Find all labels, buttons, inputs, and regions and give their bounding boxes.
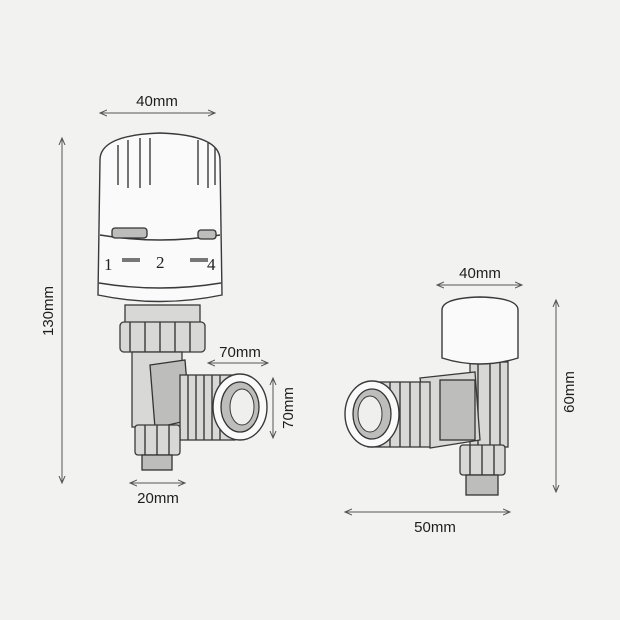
dial-number-4: 4 <box>207 255 216 274</box>
dial-number-1: 1 <box>104 255 113 274</box>
dial-number-2: 2 <box>156 253 165 272</box>
length-label: 50mm <box>414 519 456 536</box>
outlet-width-label: 70mm <box>219 344 261 361</box>
left-width-label: 40mm <box>136 93 178 110</box>
cap-width-label: 40mm <box>459 265 501 282</box>
left-height-label: 130mm <box>40 286 57 336</box>
lockshield-valve-drawing <box>344 296 519 496</box>
right-height-label: 60mm <box>561 371 578 413</box>
thermostatic-valve-drawing <box>97 132 268 471</box>
outlet-height-label: 70mm <box>280 387 297 429</box>
base-width-label: 20mm <box>137 490 179 507</box>
